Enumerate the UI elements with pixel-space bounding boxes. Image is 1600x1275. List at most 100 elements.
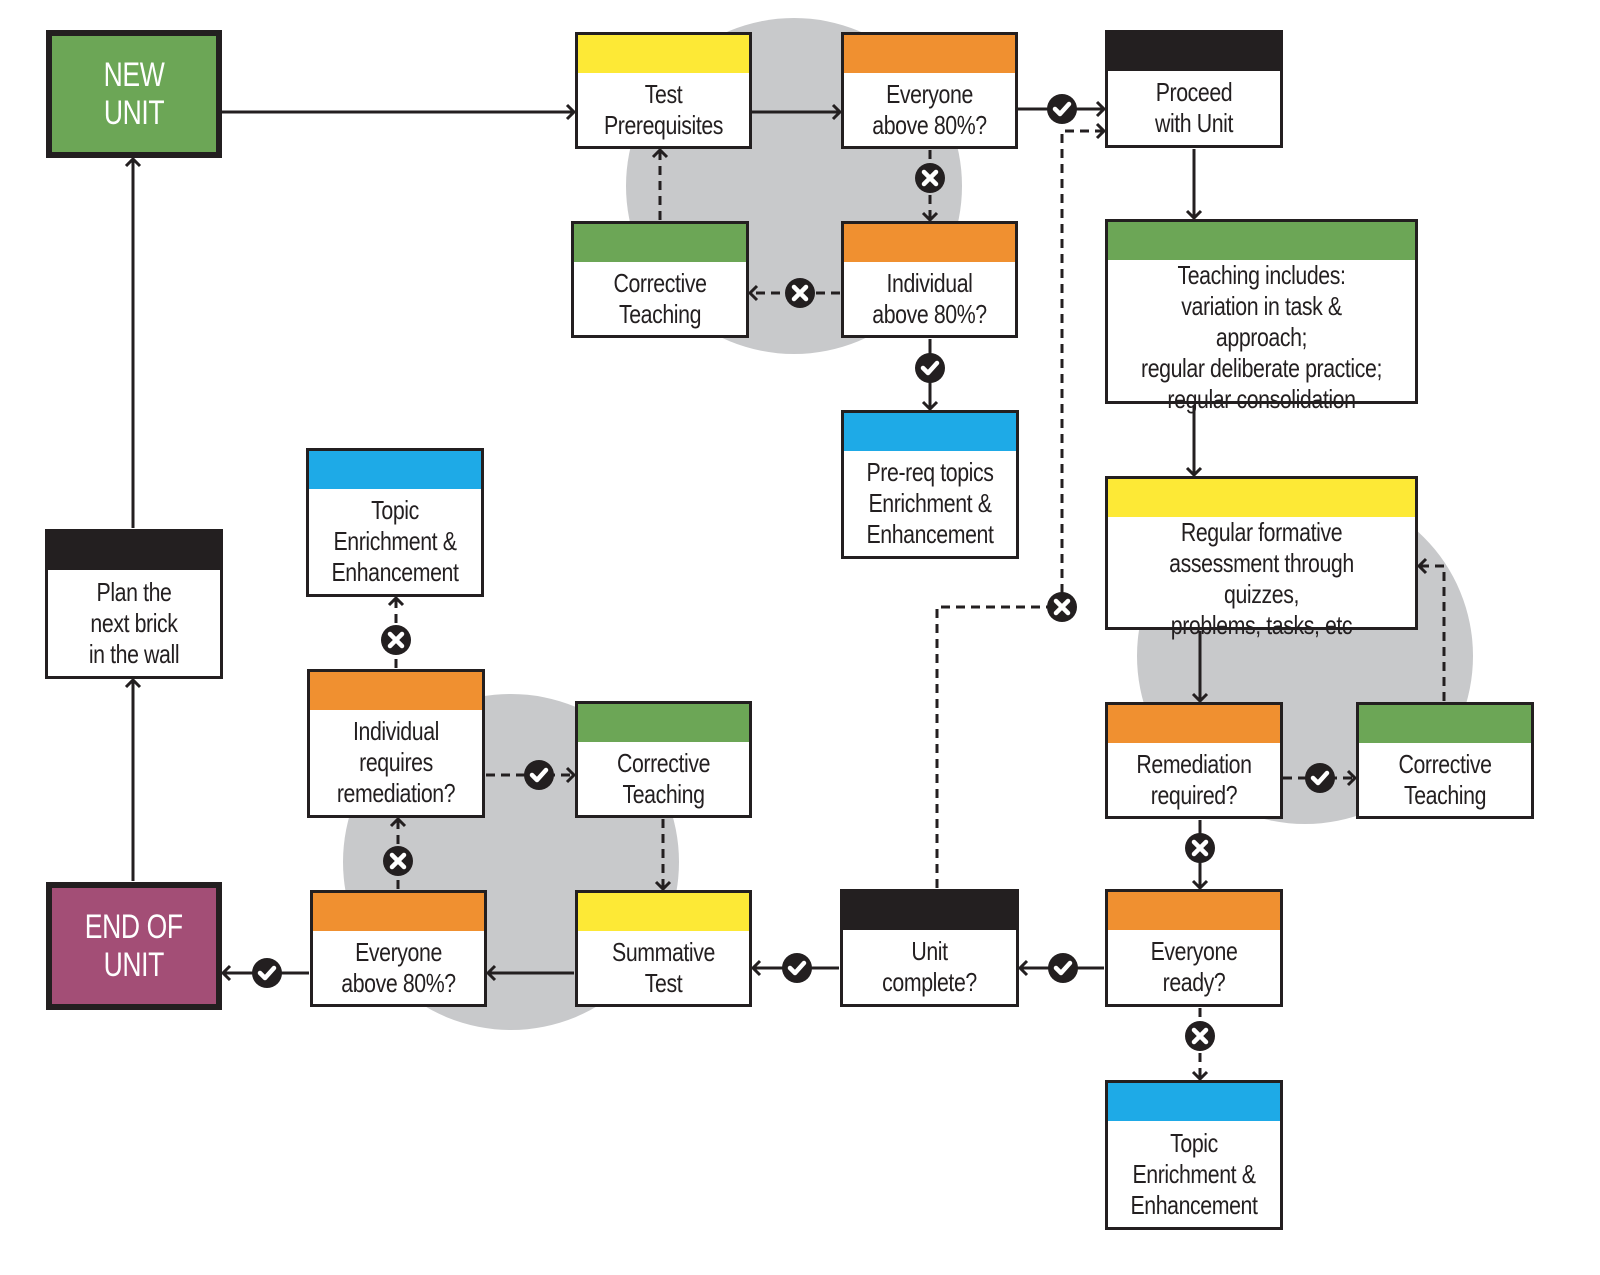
node-label: Teaching includes: variation in task & a… — [1141, 260, 1382, 414]
category-band — [1108, 479, 1415, 517]
category-band — [843, 892, 1016, 930]
connector-corrective-teaching-top-to-test-prerequisites — [651, 147, 669, 220]
summative-test-box[interactable]: Summative Test — [575, 890, 752, 1007]
connector-test-prerequisites-to-everyone-above-80-top — [752, 103, 843, 121]
node-label: Summative Test — [612, 936, 715, 998]
node-label: Individual above 80%? — [872, 267, 987, 329]
check-icon — [252, 958, 282, 988]
arrowhead-icon — [1191, 879, 1209, 891]
formative-assessment-box[interactable]: Regular formative assessment through qui… — [1105, 476, 1418, 640]
node-label: Test Prerequisites — [603, 78, 724, 140]
connector-formative-assessment-to-remediation-required — [1191, 631, 1209, 704]
arrowhead-icon — [921, 400, 939, 412]
connector-individual-above-80-to-corrective-teaching-top — [747, 278, 840, 308]
cross-icon — [785, 278, 815, 308]
arrowhead-icon — [124, 156, 142, 168]
node-label: Everyone above 80%? — [341, 936, 456, 998]
category-band — [310, 672, 482, 710]
arrowhead-icon — [1095, 100, 1107, 118]
category-band — [574, 224, 746, 262]
arrowhead-icon — [1017, 959, 1029, 977]
teaching-includes-box[interactable]: Teaching includes: variation in task & a… — [1105, 219, 1418, 414]
everyone-ready-decision[interactable]: Everyone ready? — [1105, 889, 1283, 1007]
connector-new-unit-to-test-prerequisites — [222, 103, 577, 121]
arrowhead-icon — [654, 880, 672, 892]
arrowhead-icon — [1185, 466, 1203, 478]
category-band — [1108, 892, 1280, 930]
node-label: Topic Enrichment & Enhancement — [331, 495, 459, 587]
category-band — [1108, 33, 1280, 71]
node-label: Corrective Teaching — [1398, 748, 1492, 810]
check-icon — [1305, 763, 1335, 793]
node-label: Everyone above 80%? — [872, 78, 987, 140]
check-icon — [782, 953, 812, 983]
connector-end-of-unit-to-plan-next-brick — [124, 677, 142, 881]
category-band — [1108, 705, 1280, 743]
arrowhead-icon — [747, 284, 759, 302]
node-label: Individual requires remediation? — [336, 716, 456, 808]
connector-remediation-required-to-everyone-ready — [1185, 820, 1215, 891]
corrective-teaching-box-right[interactable]: Corrective Teaching — [1356, 702, 1534, 819]
end-of-unit-terminal[interactable]: END OF UNIT — [46, 882, 222, 1010]
arrowhead-icon — [387, 595, 405, 607]
node-label: Pre-req topics Enrichment & Enhancement — [866, 457, 994, 549]
everyone-above-80-decision-bottom[interactable]: Everyone above 80%? — [310, 890, 487, 1007]
plan-next-brick-box[interactable]: Plan the next brick in the wall — [45, 529, 223, 679]
arrowhead-icon — [124, 677, 142, 689]
connector-summative-test-to-everyone-above-80-bottom — [485, 964, 574, 982]
connector-remediation-required-to-corrective-teaching-right — [1283, 763, 1358, 793]
arrowhead-icon — [565, 103, 577, 121]
prereq-enrichment-box[interactable]: Pre-req topics Enrichment & Enhancement — [841, 410, 1019, 559]
check-icon — [1047, 94, 1077, 124]
arrowhead-icon — [565, 766, 577, 784]
corrective-teaching-box-top[interactable]: Corrective Teaching — [571, 221, 749, 338]
connector-everyone-above-80-bottom-to-individual-requires-remediation — [383, 816, 413, 889]
cross-icon — [381, 625, 411, 655]
arrowhead-icon — [1191, 692, 1209, 704]
cross-icon — [1185, 1021, 1215, 1051]
category-band — [48, 532, 220, 570]
topic-enrichment-box-left[interactable]: Topic Enrichment & Enhancement — [306, 448, 484, 597]
cross-icon — [1185, 833, 1215, 863]
arrowhead-icon — [831, 103, 843, 121]
arrowhead-icon — [485, 964, 497, 982]
proceed-with-unit-box[interactable]: Proceed with Unit — [1105, 30, 1283, 148]
connector-everyone-ready-to-unit-complete — [1017, 953, 1104, 983]
connector-individual-requires-remediation-to-topic-enrichment-left — [381, 595, 411, 668]
check-icon — [1048, 953, 1078, 983]
arrowhead-icon — [1191, 1070, 1209, 1082]
end-of-unit-label: END OF UNIT — [85, 908, 183, 984]
node-label: Corrective Teaching — [613, 267, 707, 329]
connector-everyone-ready-to-topic-enrichment-right — [1185, 1008, 1215, 1082]
arrowhead-icon — [651, 147, 669, 159]
test-prerequisites-box[interactable]: Test Prerequisites — [575, 32, 752, 149]
individual-requires-remediation-decision[interactable]: Individual requires remediation? — [307, 669, 485, 818]
category-band — [313, 893, 484, 931]
node-label: Corrective Teaching — [616, 747, 711, 809]
connector-everyone-above-80-top-to-individual-above-80 — [915, 150, 945, 223]
category-band — [1108, 222, 1415, 260]
arrowhead-icon — [1416, 557, 1428, 575]
unit-complete-decision[interactable]: Unit complete? — [840, 889, 1019, 1007]
category-band — [844, 224, 1015, 262]
category-band — [1108, 1083, 1280, 1121]
connector-individual-requires-remediation-to-corrective-teaching-bottom — [486, 760, 577, 790]
arrowhead-icon — [1346, 769, 1358, 787]
corrective-teaching-box-bottom[interactable]: Corrective Teaching — [575, 701, 752, 818]
cross-icon — [383, 846, 413, 876]
connector-line — [1419, 564, 1446, 701]
category-band — [309, 451, 481, 489]
check-icon — [524, 760, 554, 790]
remediation-required-decision[interactable]: Remediation required? — [1105, 702, 1283, 819]
arrowhead-icon — [220, 964, 232, 982]
node-label: Proceed with Unit — [1154, 77, 1234, 138]
connector-individual-above-80-to-prereq-enrichment — [915, 339, 945, 412]
topic-enrichment-box-right[interactable]: Topic Enrichment & Enhancement — [1105, 1080, 1283, 1230]
individual-above-80-decision[interactable]: Individual above 80%? — [841, 221, 1018, 338]
arrowhead-icon — [389, 816, 407, 828]
everyone-above-80-decision-top[interactable]: Everyone above 80%? — [841, 32, 1018, 149]
new-unit-terminal[interactable]: NEW UNIT — [46, 30, 222, 158]
arrowhead-icon — [1185, 209, 1203, 221]
